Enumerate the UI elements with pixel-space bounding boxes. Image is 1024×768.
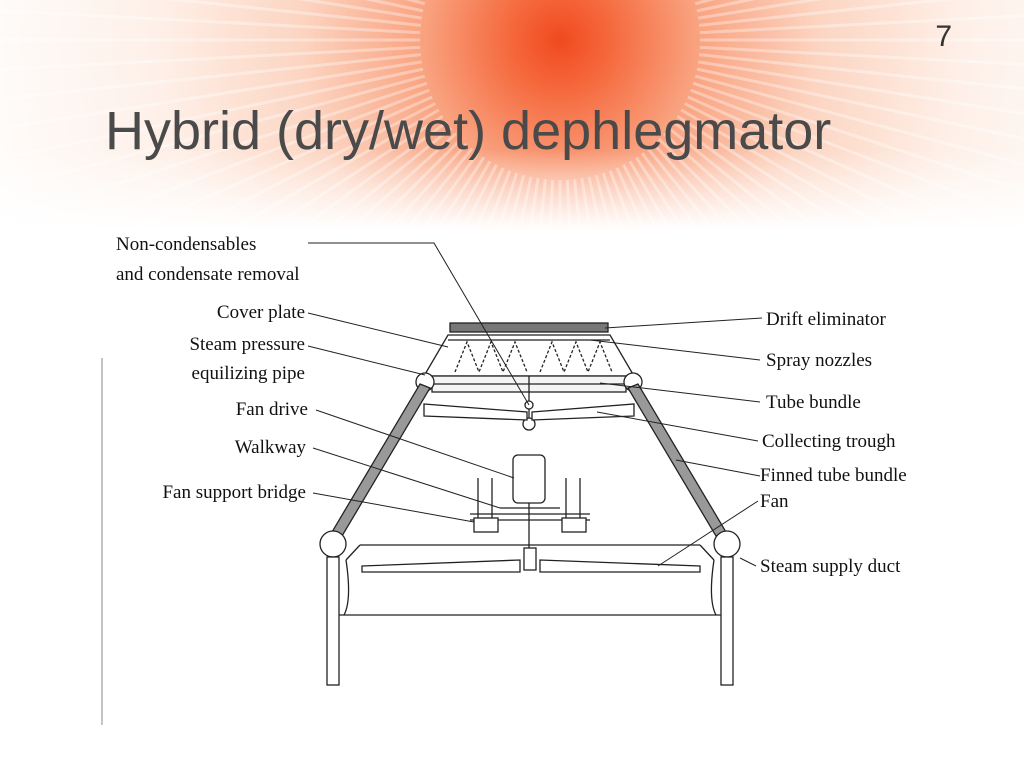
support-legs (326, 556, 734, 686)
fan-drive-shape (512, 454, 546, 548)
label-tube-bundle: Tube bundle (766, 392, 861, 413)
label-fan-drive: Fan drive (236, 399, 308, 420)
dephlegmator-diagram: Non-condensables and condensate removal … (101, 234, 907, 725)
slide-title: Hybrid (dry/wet) dephlegmator (105, 101, 832, 161)
spray-nozzles-shape (454, 340, 613, 374)
label-steam-supply-duct: Steam supply duct (760, 556, 901, 577)
steam-supply-duct-right (713, 530, 741, 558)
collecting-trough-shape (423, 403, 635, 421)
label-non-condensables-line2: and condensate removal (116, 264, 300, 285)
label-finned-tube-bundle: Finned tube bundle (760, 465, 907, 486)
slide-number: 7 (935, 20, 952, 53)
label-fan-support-bridge: Fan support bridge (162, 482, 306, 503)
label-walkway: Walkway (235, 437, 307, 458)
label-collecting-trough: Collecting trough (762, 431, 896, 452)
drift-eliminator-shape (449, 322, 609, 333)
label-spray-nozzles: Spray nozzles (766, 350, 872, 371)
label-steam-pressure-line1: Steam pressure (189, 334, 305, 355)
fan-blades-shape (361, 547, 701, 573)
label-non-condensables-line1: Non-condensables (116, 234, 256, 255)
header-sunburst-background (0, 0, 1024, 230)
fan-shroud (339, 544, 721, 616)
steam-supply-duct-left (319, 530, 347, 558)
label-steam-pressure-line2: equilizing pipe (192, 363, 305, 384)
label-drift-eliminator: Drift eliminator (766, 309, 886, 330)
label-cover-plate: Cover plate (217, 302, 305, 323)
label-fan: Fan (760, 491, 789, 512)
